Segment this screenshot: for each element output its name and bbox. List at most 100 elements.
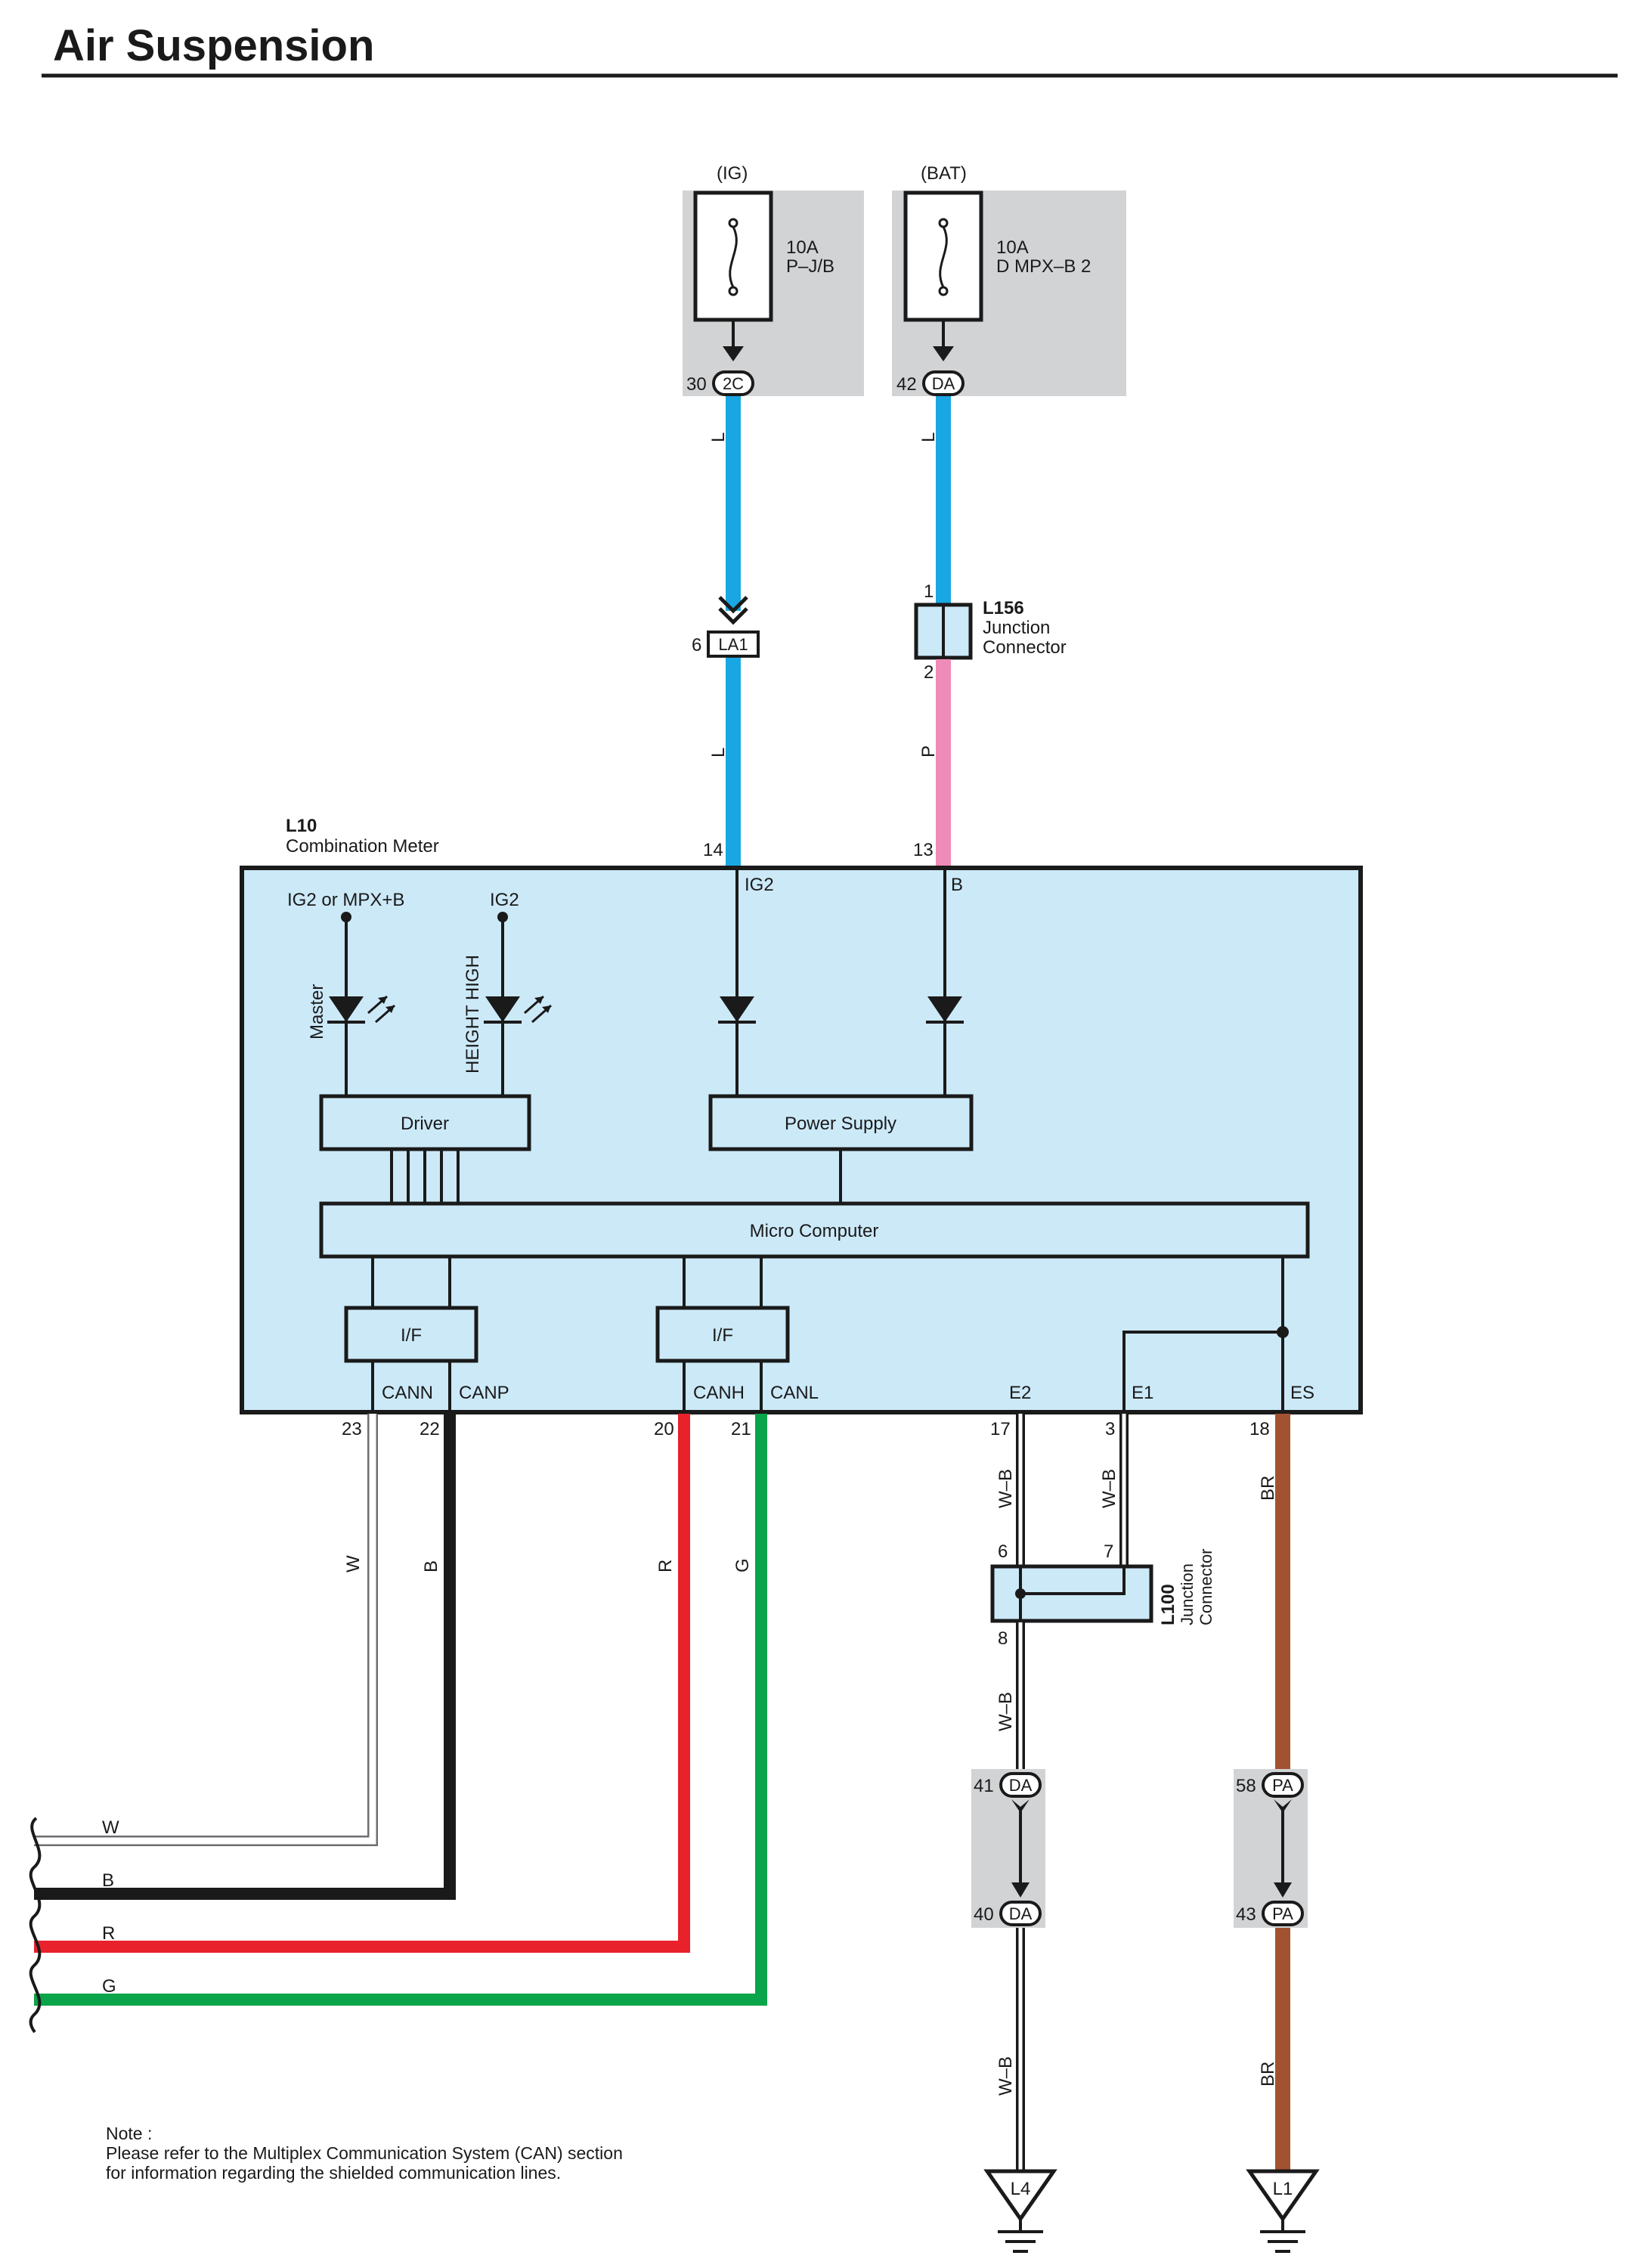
term-cann: CANN [382,1383,433,1403]
wire-label-r: R [655,1560,676,1572]
l100-pin8: 8 [998,1628,1008,1649]
fuse-bat-source: (BAT) [921,163,967,184]
connector-da: DA 41 DA 40 [971,1769,1045,1928]
led2-power: IG2 [490,890,519,910]
wire-label-br-1: BR [1258,1476,1278,1501]
diode-icon [720,996,754,1022]
l100-line1: Junction [1178,1563,1197,1625]
fuse-bat: (BAT) 10A D MPX–B 2 DA 42 [892,163,1126,396]
wire-label-br-2: BR [1258,2062,1278,2087]
wire-label-l-1: L [708,432,729,442]
wire-w [34,1414,376,1845]
l156-line2: Connector [983,637,1067,658]
pin-23: 23 [342,1419,362,1439]
fuse-ig: (IG) 10A P–J/B 2C 30 [683,163,864,396]
da-pin-bottom: 40 [974,1904,994,1925]
wire-label-b: B [421,1560,441,1572]
meter-pin-14: 14 [703,840,723,860]
pin-22: 22 [420,1419,440,1439]
led2-label: HEIGHT HIGH [463,955,483,1074]
fuse-bat-name: D MPX–B 2 [996,256,1091,277]
l156-pin-bottom: 2 [924,662,934,683]
connector-la1: LA1 6 [692,596,760,658]
wire-label-p: P [918,745,939,758]
pin-17: 17 [990,1419,1011,1439]
note-line-3: for information regarding the shielded c… [106,2163,561,2183]
pin-20: 20 [654,1419,674,1439]
meter-label-ig2: IG2 [745,875,774,895]
meter-name: Combination Meter [286,836,439,857]
term-canl: CANL [770,1383,819,1403]
bus-label-r: R [102,1923,115,1944]
wire-label-wb-3: W–B [995,1692,1016,1731]
l100-line2: Connector [1197,1548,1215,1625]
ground-icon [1246,2169,1320,2223]
if-block-2 [655,1306,790,1363]
wire-label-wb-1: W–B [995,1469,1016,1508]
wire-g [34,1414,767,2006]
connector-l100: 6 7 8 L100 Junction Connector [990,1541,1215,1649]
ground-l1-label: L1 [1273,2179,1293,2199]
wire-label-wb-2: W–B [1099,1469,1119,1508]
l100-pin7: 7 [1104,1541,1113,1562]
meter-id: L10 [286,816,317,836]
fuse-ig-connector: 2C [723,374,744,393]
pin-21: 21 [731,1419,751,1439]
led-icon [329,996,364,1022]
pa-bottom-id: PA [1272,1904,1293,1923]
ground-l4-label: L4 [1011,2179,1031,2199]
da-top-id: DA [1009,1776,1033,1795]
if2-label: I/F [712,1325,733,1346]
page-title: Air Suspension [53,21,374,70]
pa-pin-bottom: 43 [1236,1904,1256,1925]
wire-break-marks [29,1817,42,2034]
term-canh: CANH [693,1383,745,1403]
ground-l1: L1 [1246,2169,1320,2253]
led1-power: IG2 or MPX+B [287,890,404,910]
diode-icon [927,996,962,1022]
connector-pa: PA 58 PA 43 [1234,1769,1308,1928]
pa-top-id: PA [1272,1776,1293,1795]
term-es: ES [1290,1383,1314,1403]
la1-pin: 6 [692,635,701,655]
wire-r [34,1414,690,1953]
led1-label: Master [307,984,327,1040]
la1-id: LA1 [718,635,748,654]
if1-label: I/F [401,1325,422,1346]
combination-meter: L10 Combination Meter 14 13 IG2 B IG2 or… [240,816,1363,1414]
power-supply-label: Power Supply [785,1114,896,1134]
ground-icon [983,2169,1057,2223]
l156-id: L156 [983,598,1024,618]
da-pin-top: 41 [974,1776,994,1796]
wire-label-l-3: L [918,432,939,442]
pa-pin-top: 58 [1236,1776,1256,1796]
l156-pin-top: 1 [924,581,934,602]
if-block-1 [344,1306,478,1363]
wire-label-wb-4: W–B [995,2056,1016,2096]
da-bottom-id: DA [1009,1904,1033,1923]
term-canp: CANP [459,1383,509,1403]
term-e1: E1 [1132,1383,1153,1403]
ground-l4: L4 [983,2169,1057,2253]
meter-label-b: B [951,875,963,895]
pin-18: 18 [1249,1419,1270,1439]
fuse-bat-connector: DA [932,374,955,393]
connector-l156: 1 2 L156 Junction Connector [914,581,1067,683]
l156-line1: Junction [983,618,1050,638]
wire-label-w: W [343,1555,364,1572]
l100-id: L100 [1158,1584,1178,1625]
fuse-ig-pin: 30 [686,374,707,395]
fuse-ig-rating: 10A [786,237,819,258]
fuse-bat-rating: 10A [996,237,1029,258]
micro-computer-block [319,1201,1310,1259]
micro-label: Micro Computer [750,1221,879,1241]
wire-label-g: G [732,1558,753,1572]
pin-3: 3 [1105,1419,1115,1439]
wire-b [34,1414,456,1900]
fuse-bat-pin: 42 [896,374,917,395]
wire-label-l-2: L [708,748,729,758]
power-supply-block [708,1094,974,1151]
fuse-ig-source: (IG) [717,163,748,184]
bus-label-w: W [102,1817,119,1838]
